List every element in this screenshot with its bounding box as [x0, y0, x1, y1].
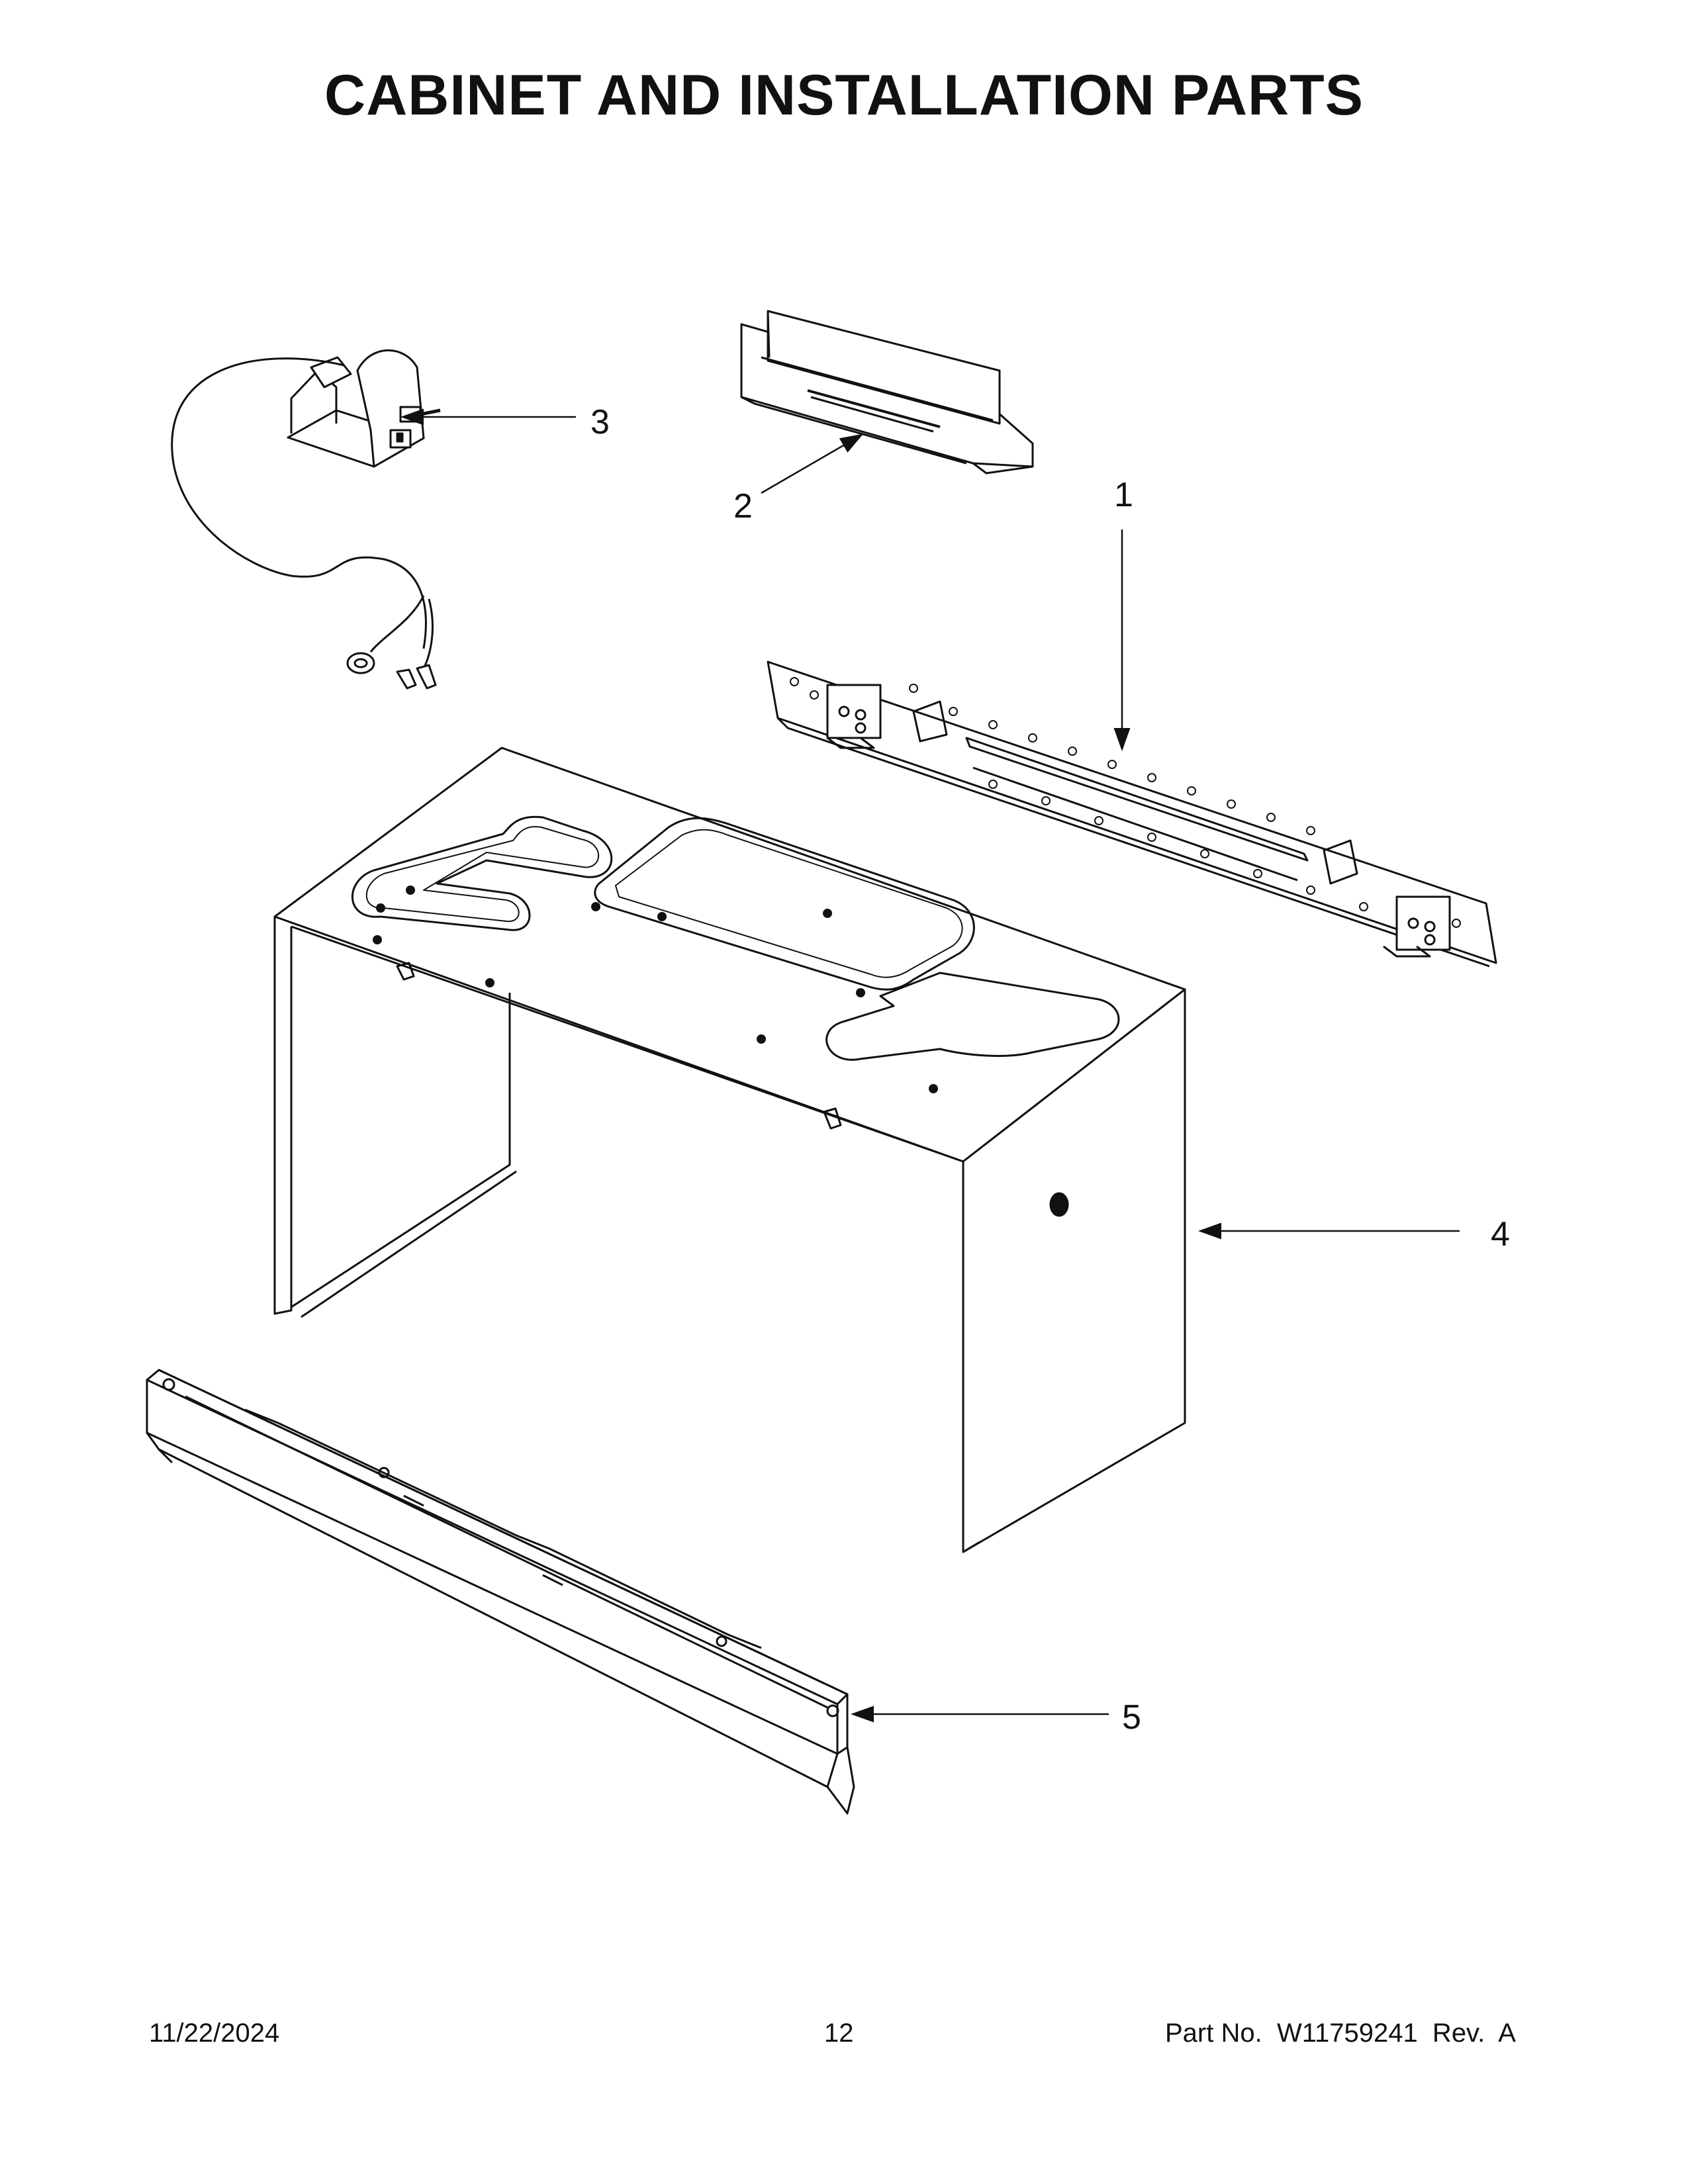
callout-leaders [400, 408, 1460, 1723]
footer-page-number: 12 [824, 2019, 854, 2048]
mounting-plate [767, 660, 1497, 968]
front-trim [146, 1369, 855, 1815]
callout-3: 3 [590, 403, 610, 441]
power-cord-plug [171, 349, 441, 690]
footer-part-number: Part No. W11759241 Rev. A [1165, 2019, 1516, 2048]
callout-1: 1 [1114, 476, 1133, 514]
page-title: CABINET AND INSTALLATION PARTS [324, 64, 1364, 127]
top-bracket [740, 310, 1034, 475]
callout-4: 4 [1491, 1215, 1510, 1253]
cabinet-wrapper [273, 747, 1186, 1553]
callout-5: 5 [1122, 1698, 1141, 1737]
footer-date: 11/22/2024 [149, 2019, 280, 2048]
callout-2: 2 [733, 487, 753, 525]
